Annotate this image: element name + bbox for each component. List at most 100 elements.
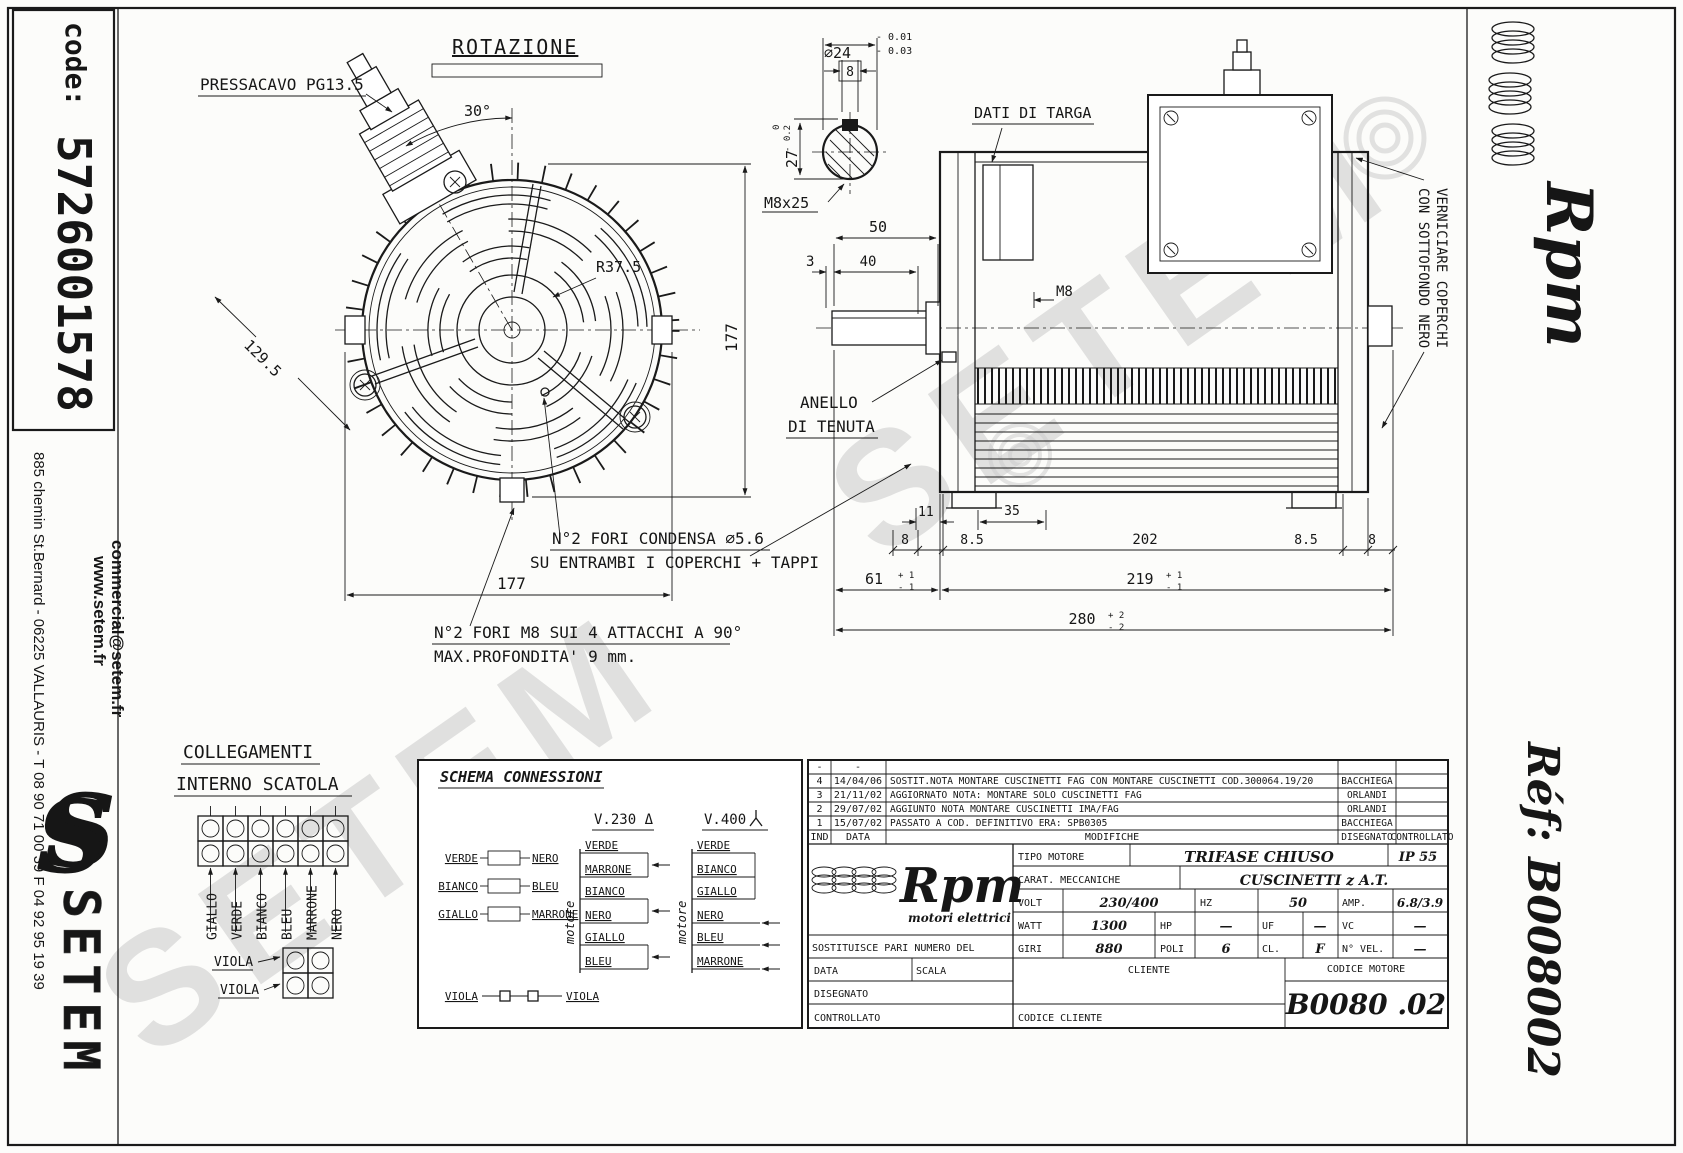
volt-label: VOLT <box>1018 898 1042 909</box>
rev-ind: 3 <box>816 790 822 801</box>
dim-85-front: 8.5 <box>960 533 983 548</box>
fin-lines <box>975 413 1338 487</box>
vc-label: VC <box>1342 921 1354 932</box>
rev-by: ORLANDI <box>1347 790 1387 801</box>
rev-date: 21/11/02 <box>834 790 882 801</box>
rev-ind: 2 <box>816 804 822 815</box>
setem-logo: S S SETEM <box>36 772 116 1079</box>
motor-front-view: ROTAZIONE PRESSACAVO PG13.5 30° R37.5 17… <box>198 35 912 666</box>
connections-title-line1: COLLEGAMENTI <box>183 742 313 763</box>
cl-value: F <box>1314 942 1325 957</box>
rev-date: - <box>855 762 861 773</box>
cl-label: CL. <box>1262 944 1280 955</box>
key-height-tol-lower: - 0.2 <box>783 125 793 152</box>
rpm-wordmark: Rpm <box>898 858 1024 914</box>
delta-wire-giallo: GIALLO <box>585 931 625 944</box>
thermal-terminal-block <box>282 947 334 999</box>
resistor-right-bleu: BLEU <box>532 880 559 893</box>
dim-8-rear: 8 <box>1368 533 1376 548</box>
rev-header-data: DATA <box>846 832 870 843</box>
mounting-foot <box>1291 491 1337 509</box>
poli-label: POLI <box>1160 944 1184 955</box>
amp-value: 6.8/3.9 <box>1397 896 1444 910</box>
wiring-diagram-title: SCHEMA CONNESSIONI <box>440 768 603 786</box>
rev-date: 29/07/02 <box>834 804 882 815</box>
chamfer-dim: 3 <box>806 254 814 270</box>
dim-280-tol-minus: - 2 <box>1108 623 1124 633</box>
left-margin-strip: code: 5726001578 885 chemin St.Bernard -… <box>11 8 127 1079</box>
delta-wire-marrone: MARRONE <box>585 863 631 876</box>
wire-label-bianco: BIANCO <box>256 893 271 940</box>
rev-ind: - <box>816 762 822 773</box>
motor-side-view: DATI DI TARGA M8 ANELLO DI TENUTA VERNIC… <box>786 39 1449 636</box>
delta-wire-bianco: BIANCO <box>585 885 625 898</box>
code-value: 5726001578 <box>47 135 101 412</box>
viola-label: VIOLA <box>566 990 599 1003</box>
delta-connection-label: V.230 Δ <box>594 812 654 828</box>
dim-35: 35 <box>1004 504 1020 519</box>
setem-logo-wordmark: SETEM <box>52 888 110 1079</box>
setem-logo-s-shadow-icon: S <box>44 772 116 890</box>
m8-hole-label: M8 <box>1056 284 1073 300</box>
star-wire-verde: VERDE <box>697 839 730 852</box>
star-wire-bianco: BIANCO <box>697 863 737 876</box>
terminal-strip <box>197 806 349 867</box>
rev-date: 15/07/02 <box>834 818 882 829</box>
cable-gland-label: PRESSACAVO PG13.5 <box>200 75 364 94</box>
carat-value: CUSCINETTI z A.T. <box>1240 873 1388 889</box>
mounting-lug <box>499 477 525 503</box>
dim-61-tol-minus: - 1 <box>898 583 914 593</box>
uf-value: — <box>1314 919 1327 934</box>
wire-label-verde: VERDE <box>231 901 246 940</box>
resistor-left-verde: VERDE <box>445 852 478 865</box>
carat-label: CARAT. MECCANICHE <box>1018 875 1120 886</box>
shaft <box>831 310 941 346</box>
seal-ring <box>941 351 957 363</box>
dim-8-front: 8 <box>901 533 909 548</box>
nameplate-label: DATI DI TARGA <box>974 104 1091 122</box>
amp-label: AMP. <box>1342 898 1366 909</box>
wiring-diagram-box: SCHEMA CONNESSIONI V.230 Δ V.400 VERDE B… <box>417 759 803 1029</box>
tolerance-upper: - 0.01 <box>876 32 912 43</box>
fan-cover-slots <box>427 245 597 415</box>
viola-label: VIOLA <box>214 955 253 970</box>
nvel-value: — <box>1414 942 1427 957</box>
delta-wire-verde: VERDE <box>585 839 618 852</box>
delta-wire-nero: NERO <box>585 909 612 922</box>
rev-header-ind: IND <box>810 832 828 843</box>
shaft-section-detail: ⌀24 - 0.01 - 0.03 8 27 0 - 0.2 M8x25 <box>762 32 912 213</box>
m8-holes-note-line2: MAX.PROFONDITA' 9 mm. <box>434 647 636 666</box>
code-label: code: <box>59 22 92 106</box>
height-dim: 177 <box>722 323 741 352</box>
seal-label-line1: ANELLO <box>800 393 858 412</box>
dim-219-tol-plus: + 1 <box>1166 571 1182 581</box>
cable-gland-icon <box>1223 69 1261 96</box>
dim-202: 202 <box>1132 532 1157 548</box>
terminal-box-side <box>1147 39 1333 274</box>
rev-date: 14/04/06 <box>834 776 882 787</box>
dim-219-tol-minus: - 1 <box>1166 583 1182 593</box>
paint-note-line1: VERNICIARE COPERCHI <box>1433 188 1449 348</box>
dim-11: 11 <box>918 505 934 520</box>
fan-cover-slots <box>400 218 624 442</box>
nvel-label: N° VEL. <box>1342 944 1384 955</box>
giri-label: GIRI <box>1018 944 1042 955</box>
fan-cover-slots <box>376 194 648 466</box>
rotation-label: ROTAZIONE <box>452 35 578 59</box>
key-length-dim: 40 <box>860 254 877 270</box>
angle-dim: 30° <box>464 102 491 120</box>
delta-wiring <box>579 849 670 973</box>
rev-desc: AGGIUNTO NOTA MONTARE CUSCINETTI IMA/FAG <box>890 804 1119 815</box>
address-text: 885 chemin St.Bernard - 06225 VALLAURIS … <box>30 452 47 990</box>
watt-value: 1300 <box>1091 919 1127 934</box>
poli-value: 6 <box>1221 942 1230 957</box>
disegnato-label: DISEGNATO <box>814 989 868 1000</box>
winding-resistors <box>480 850 530 922</box>
resistor-left-bianco: BIANCO <box>438 880 478 893</box>
terminal-wires <box>208 867 338 932</box>
tipo-motore-label: TIPO MOTORE <box>1018 852 1084 863</box>
rear-hub <box>1367 305 1393 347</box>
tipo-motore-value: TRIFASE CHIUSO <box>1184 848 1334 866</box>
nameplate <box>982 164 1034 261</box>
